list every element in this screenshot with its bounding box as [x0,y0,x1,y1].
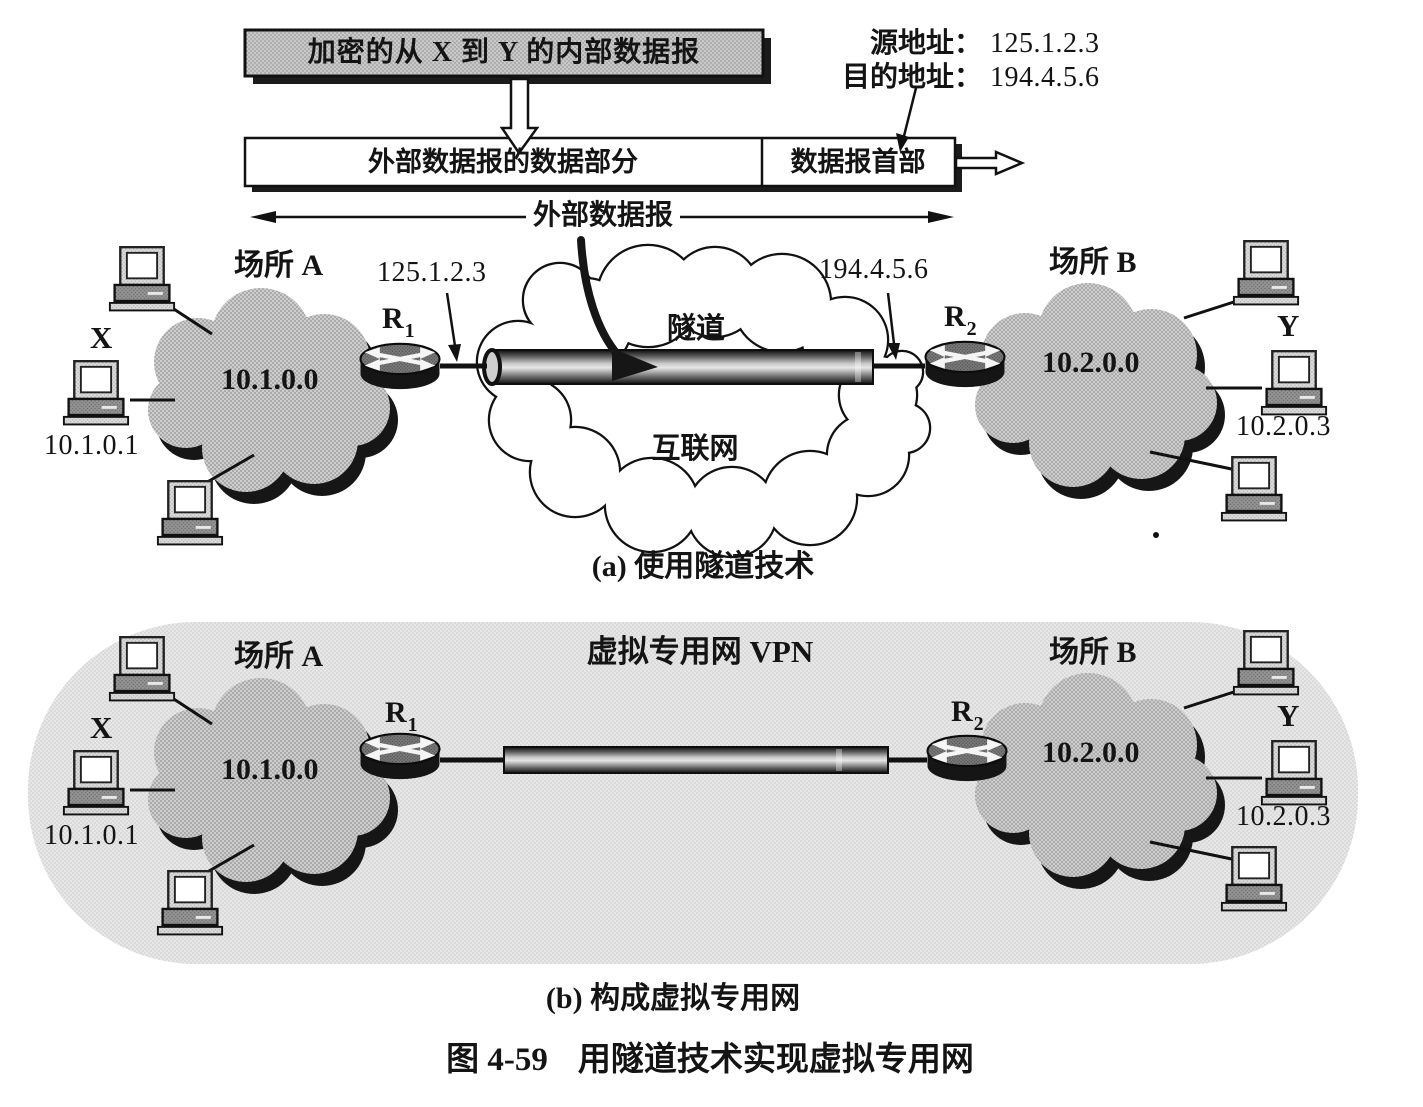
host-x-ip-label-b: 10.1.0.1 [44,820,139,851]
source-address-value: 125.1.2.3 [990,28,1100,59]
host-y-label-b: Y [1277,698,1300,733]
computer-y-icon [1260,350,1328,416]
host-y-ip-label-b: 10.2.0.3 [1236,801,1331,832]
dest-address-line: 目的地址： 194.4.5.6 [840,62,1100,93]
ip-left-pointer [445,292,457,347]
down-arrow-icon [499,77,540,156]
router-r1-label-b: R1 [385,696,418,736]
encrypted-box-label: 加密的从 X 到 Y 的内部数据报 [307,37,701,68]
router-r2-icon-b [928,736,1007,781]
outer-span-arrow [250,211,954,223]
figure-caption: 图 4-59 用隧道技术实现虚拟专用网 [446,1042,974,1079]
vpn-pipe [503,746,889,774]
datagram-into-tunnel-arrow [577,236,658,381]
source-address-line: 源地址： 125.1.2.3 [840,28,1100,59]
encrypted-datagram-box [243,28,771,84]
outer-datagram-span-label: 外部数据报 [532,200,674,231]
tunnel-pipe [482,348,874,386]
computer-icon [1232,630,1300,696]
print-dot [1153,532,1159,538]
figure-title: 用隧道技术实现虚拟专用网 [577,1042,974,1078]
host-x-label-b: X [90,710,113,745]
router-r2-label-b: R2 [951,695,984,735]
router-r2-icon [926,342,1005,387]
outer-data-part-label: 外部数据报的数据部分 [368,147,638,177]
computer-icon [1232,240,1300,306]
datagram-header-label: 数据报首部 [790,147,926,177]
dest-addr-pointer [902,87,918,137]
network-b-label: 10.2.0.0 [1042,346,1140,379]
vpn-title: 虚拟专用网 VPN [586,634,814,669]
internet-label: 互联网 [651,433,739,465]
pointer-arrows [445,87,918,362]
source-address-label: 源地址： [869,28,982,59]
ip-right-pointer [886,292,896,345]
computer-x-icon [62,360,130,426]
link-ip-left-label: 125.1.2.3 [377,257,487,288]
computer-y-icon-b [1260,740,1328,806]
network-a-label: 10.1.0.0 [221,363,319,396]
computer-icon [1220,456,1288,522]
right-arrow-icon [954,150,1026,176]
figure-number: 图 4-59 [446,1042,548,1078]
network-a-label-b: 10.1.0.0 [221,753,319,786]
network-b-label-b: 10.2.0.0 [1042,736,1140,769]
computer-icon [108,246,176,312]
computer-icon [108,636,176,702]
dest-address-label: 目的地址： [841,62,982,93]
internet-cloud [478,246,929,556]
dest-address-value: 194.4.5.6 [990,62,1100,93]
outer-datagram-row [243,136,962,192]
router-r1-icon-b [361,734,440,779]
computer-x-icon-b [62,750,130,816]
host-x-label: X [90,320,113,355]
site-b-label: 场所 B [1049,246,1137,279]
panel-a-graphics [62,28,1328,556]
computer-icon [1220,846,1288,912]
computer-icon [156,480,224,546]
site-a-label-b: 场所 A [234,640,324,673]
router-r1-icon [361,344,440,389]
router-r2-label: R2 [944,300,977,340]
site-b-label-b: 场所 B [1049,636,1137,669]
host-x-ip-label: 10.1.0.1 [44,430,139,461]
panel-b-graphics [62,630,1328,936]
panel-a-caption: (a) 使用隧道技术 [591,550,815,583]
panel-b-caption: (b) 构成虚拟专用网 [545,982,801,1015]
computer-icon [156,870,224,936]
host-y-ip-label: 10.2.0.3 [1236,411,1331,442]
tunnel-label: 隧道 [666,313,726,345]
router-r1-label: R1 [382,302,415,342]
host-y-label: Y [1277,308,1300,343]
link-ip-right-label: 194.4.5.6 [819,254,929,285]
site-a-label: 场所 A [234,249,324,282]
